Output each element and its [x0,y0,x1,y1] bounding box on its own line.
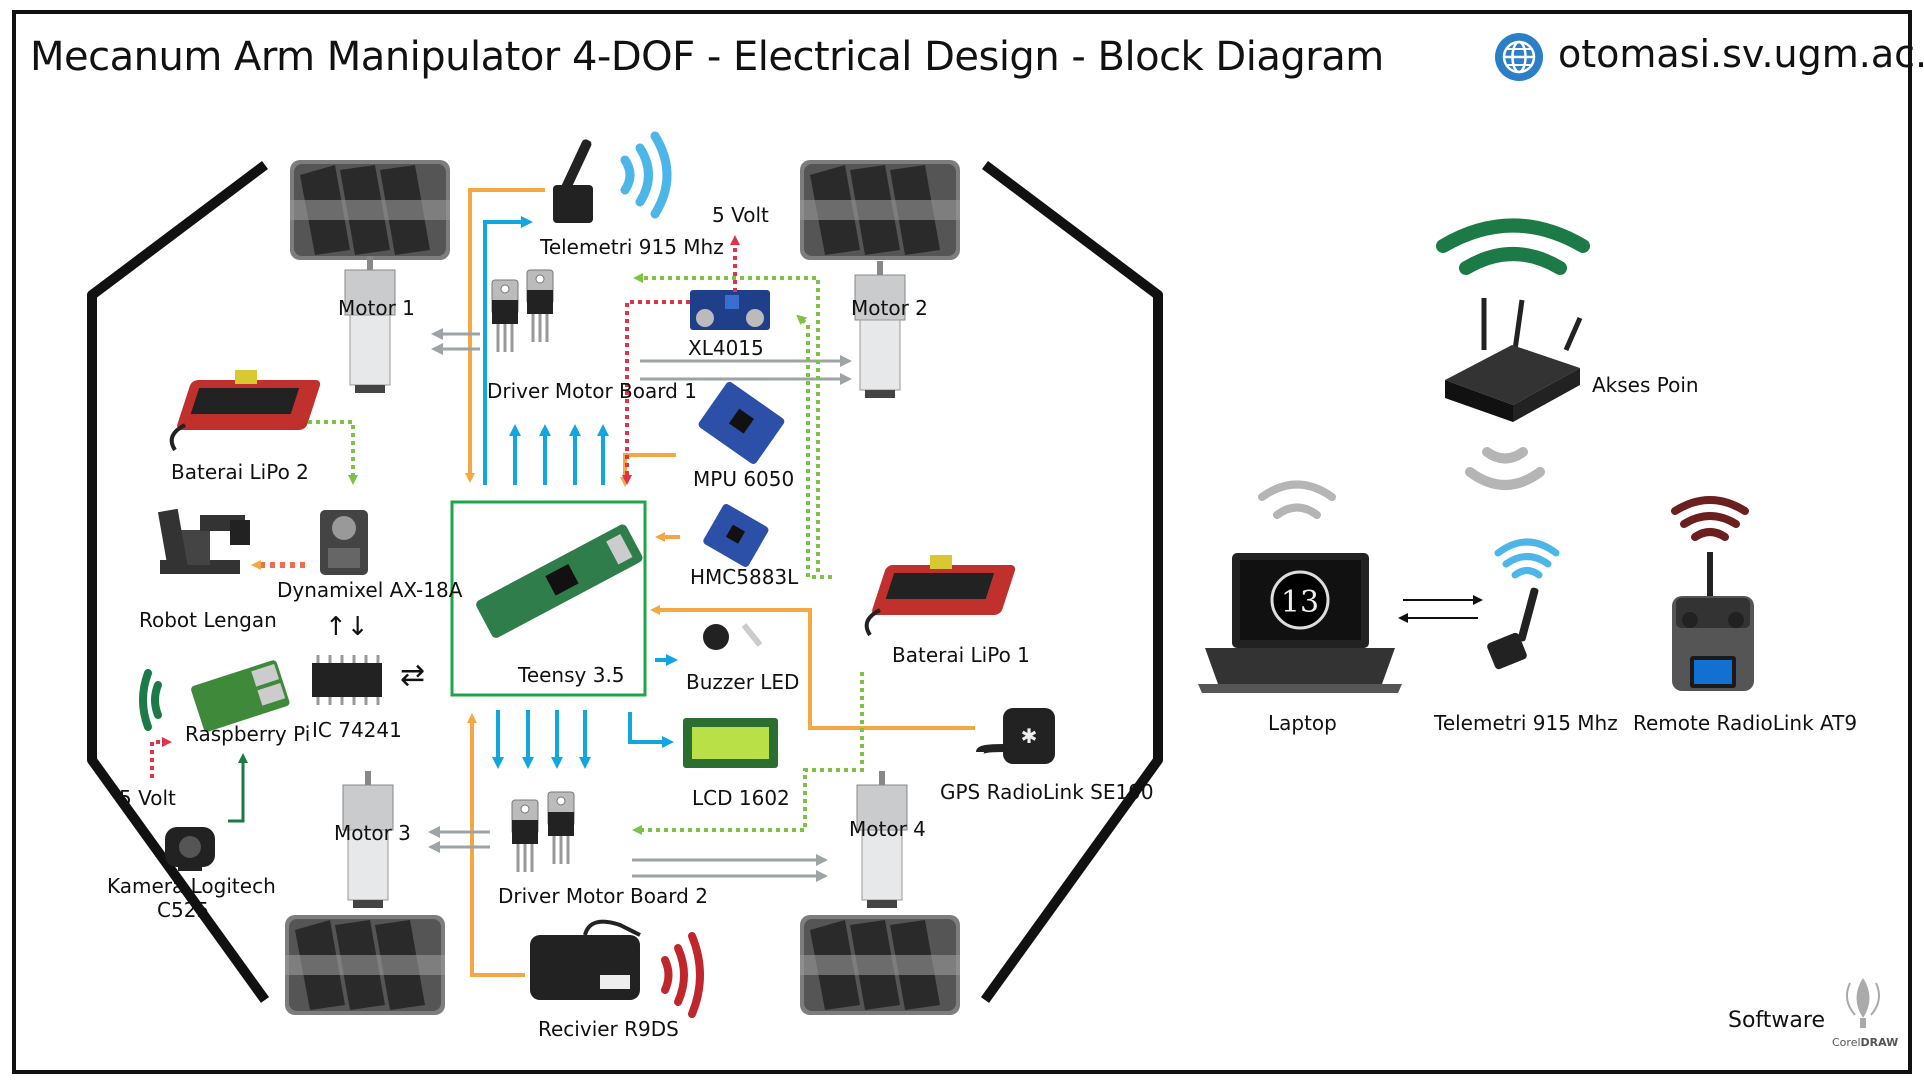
mecanum-wheel-icon [285,915,445,1015]
svg-text:13: 13 [1281,585,1319,620]
wifi-icon [139,669,162,731]
lcd-1602-icon [683,718,778,768]
wifi-icon [661,932,704,1018]
router-icon [1445,298,1583,422]
page-title: Mecanum Arm Manipulator 4-DOF - Electric… [30,34,1384,80]
xl4015-module-icon [690,290,770,330]
telemetri-ground-label: Telemetri 915 Mhz [1434,711,1618,735]
teensy-label: Teensy 3.5 [518,663,625,687]
five-volt-bottom-label: 5 Volt [119,786,176,810]
raspberry-pi-label: Raspberry Pi [185,722,311,746]
wifi-icon [1494,538,1560,579]
lipo2-label: Baterai LiPo 2 [171,460,309,484]
hmc5883l-module-icon [703,504,769,567]
mpu6050-module-icon [698,381,785,464]
ic-updown-arrows: ↑↓ [325,612,369,642]
five-volt-top-label: 5 Volt [712,203,769,227]
mosfet-icon [525,268,555,344]
globe-icon [1495,33,1543,81]
remote-label: Remote RadioLink AT9 [1633,711,1858,735]
access-point-label: Akses Poin [1592,373,1699,397]
coreldraw-label: CorelDRAW [1832,1036,1899,1049]
motor2-label: Motor 2 [851,296,928,320]
mecanum-wheel-icon [800,160,960,260]
diagram-frame [12,10,1912,1074]
ic-chip-icon [312,655,382,705]
gps-label: GPS RadioLink SE100 [940,780,1154,804]
xl4015-label: XL4015 [688,336,764,360]
software-label: Software [1728,1008,1825,1033]
dynamixel-servo-icon [320,510,368,575]
telemetry-module-icon [1487,587,1539,670]
teensy-box [450,500,647,697]
laptop-icon: 13 [1198,553,1402,693]
mosfet-icon [490,278,520,354]
robot-arm-label: Robot Lengan [139,608,277,632]
remote-controller-icon [1672,552,1754,691]
lipo-battery-icon [169,368,324,452]
raspberry-pi-icon [191,660,290,732]
telemetry-module-icon [553,139,593,223]
website-url[interactable]: otomasi.sv.ugm.ac.id [1558,32,1924,76]
camera-label-line1: Kamera Logitech [107,874,276,898]
motor-icon [344,255,396,394]
teensy-board-icon [476,524,643,638]
mpu6050-label: MPU 6050 [693,467,795,491]
wifi-icon [620,131,672,219]
mosfet-icon [546,790,576,866]
coreldraw-icon [1845,978,1881,1028]
motor-icon [854,260,906,399]
lcd-label: LCD 1602 [692,786,790,810]
robot-arm-icon [157,508,250,574]
camera-label-line2: C525 [157,898,210,922]
hmc5883l-label: HMC5883L [690,565,799,589]
motor1-label: Motor 1 [338,296,415,320]
buzzer-icon [703,623,763,650]
buzzer-label: Buzzer LED [686,670,800,694]
receiver-icon [530,919,641,1000]
mosfet-icon [510,798,540,874]
ic-exchange-arrows: ⇄ [400,658,426,693]
receiver-label: Recivier R9DS [538,1017,679,1041]
mecanum-wheel-icon [290,160,450,260]
wifi-icon [1436,218,1590,275]
wifi-icon [1671,496,1749,541]
wifi-icon [1465,447,1545,490]
driver2-label: Driver Motor Board 2 [498,884,708,908]
motor4-label: Motor 4 [849,817,926,841]
laptop-label: Laptop [1268,711,1337,735]
chassis-right-edge [980,161,1163,1003]
ic-label: IC 74241 [312,718,402,742]
lipo-battery-icon [864,553,1019,637]
chassis-left-edge [87,161,270,1003]
motor3-label: Motor 3 [334,821,411,845]
camera-icon [165,827,215,871]
wifi-icon [1258,480,1336,519]
svg-text:✱: ✱ [1021,724,1038,748]
lipo1-label: Baterai LiPo 1 [892,643,1030,667]
telemetri-robot-label: Telemetri 915 Mhz [540,235,724,259]
mecanum-wheel-icon [800,915,960,1015]
driver1-label: Driver Motor Board 1 [487,379,697,403]
gps-module-icon: ✱ [976,708,1055,764]
dynamixel-label: Dynamixel AX-18A [277,578,463,602]
